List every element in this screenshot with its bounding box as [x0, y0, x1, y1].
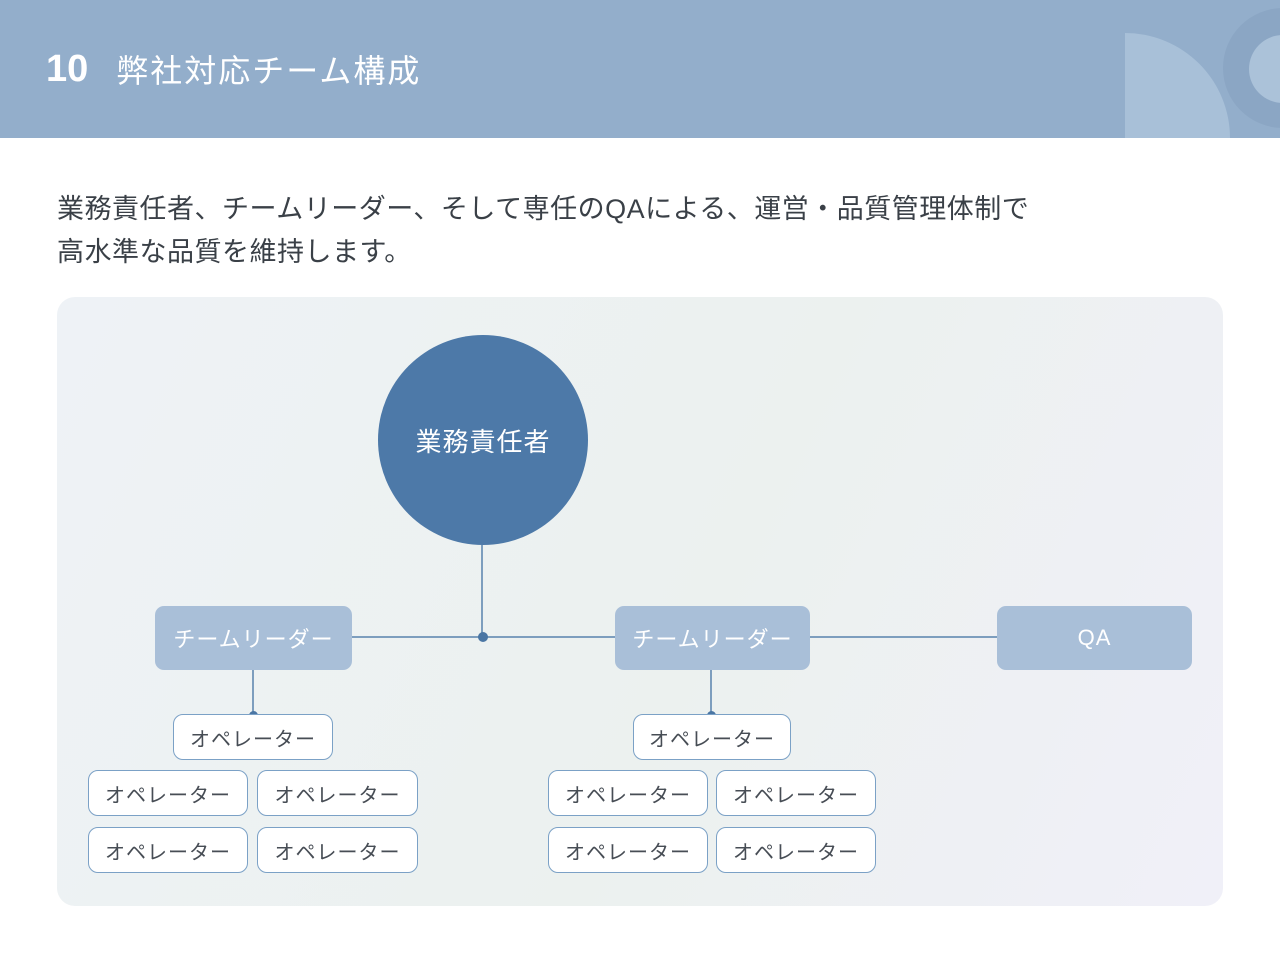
connector-left-leader-vertical	[252, 670, 254, 715]
team-leader-center-label: チームリーダー	[632, 627, 793, 652]
team-leader-left-node: チームリーダー	[155, 606, 352, 670]
team-leader-left-label: チームリーダー	[173, 627, 334, 652]
connector-junction-dot	[478, 632, 488, 642]
slide-header: 10 弊社対応チーム構成	[0, 0, 1280, 138]
operator-node: オペレーター	[88, 770, 248, 816]
qa-node: QA	[997, 606, 1192, 670]
decorative-half-circle-icon	[1125, 33, 1230, 138]
operator-label: オペレーター	[274, 841, 401, 864]
operator-node: オペレーター	[548, 827, 708, 873]
operator-node: オペレーター	[173, 714, 333, 760]
operator-label: オペレーター	[105, 841, 231, 864]
org-chart-panel: 業務責任者 チームリーダー チームリーダー QA オペレーター オペレーター オ…	[57, 297, 1223, 906]
operator-label: オペレーター	[274, 784, 401, 807]
operator-label: オペレーター	[649, 728, 775, 751]
operator-node: オペレーター	[257, 827, 418, 873]
operator-node: オペレーター	[88, 827, 248, 873]
operator-node: オペレーター	[716, 770, 876, 816]
team-leader-center-node: チームリーダー	[615, 606, 810, 670]
operator-node: オペレーター	[716, 827, 876, 873]
page-number: 10	[46, 47, 89, 90]
header-content: 10 弊社対応チーム構成	[46, 0, 421, 138]
connector-root-vertical	[481, 545, 483, 638]
operator-label: オペレーター	[105, 784, 231, 807]
manager-node: 業務責任者	[378, 335, 588, 545]
operator-label: オペレーター	[190, 728, 316, 751]
operator-label: オペレーター	[733, 784, 859, 807]
intro-line-1: 業務責任者、チームリーダー、そして専任のQAによる、運営・品質管理体制で	[57, 194, 1030, 224]
operator-label: オペレーター	[565, 784, 691, 807]
operator-node: オペレーター	[633, 714, 791, 760]
operator-label: オペレーター	[565, 841, 691, 864]
operator-node: オペレーター	[548, 770, 708, 816]
intro-text: 業務責任者、チームリーダー、そして専任のQAによる、運営・品質管理体制で 高水準…	[57, 188, 1029, 274]
operator-label: オペレーター	[733, 841, 859, 864]
qa-label: QA	[1077, 625, 1112, 650]
connector-center-leader-vertical	[710, 670, 712, 715]
operator-node: オペレーター	[257, 770, 418, 816]
page-title: 弊社対応チーム構成	[116, 53, 422, 89]
intro-line-2: 高水準な品質を維持します。	[57, 237, 412, 267]
manager-label: 業務責任者	[415, 426, 551, 457]
